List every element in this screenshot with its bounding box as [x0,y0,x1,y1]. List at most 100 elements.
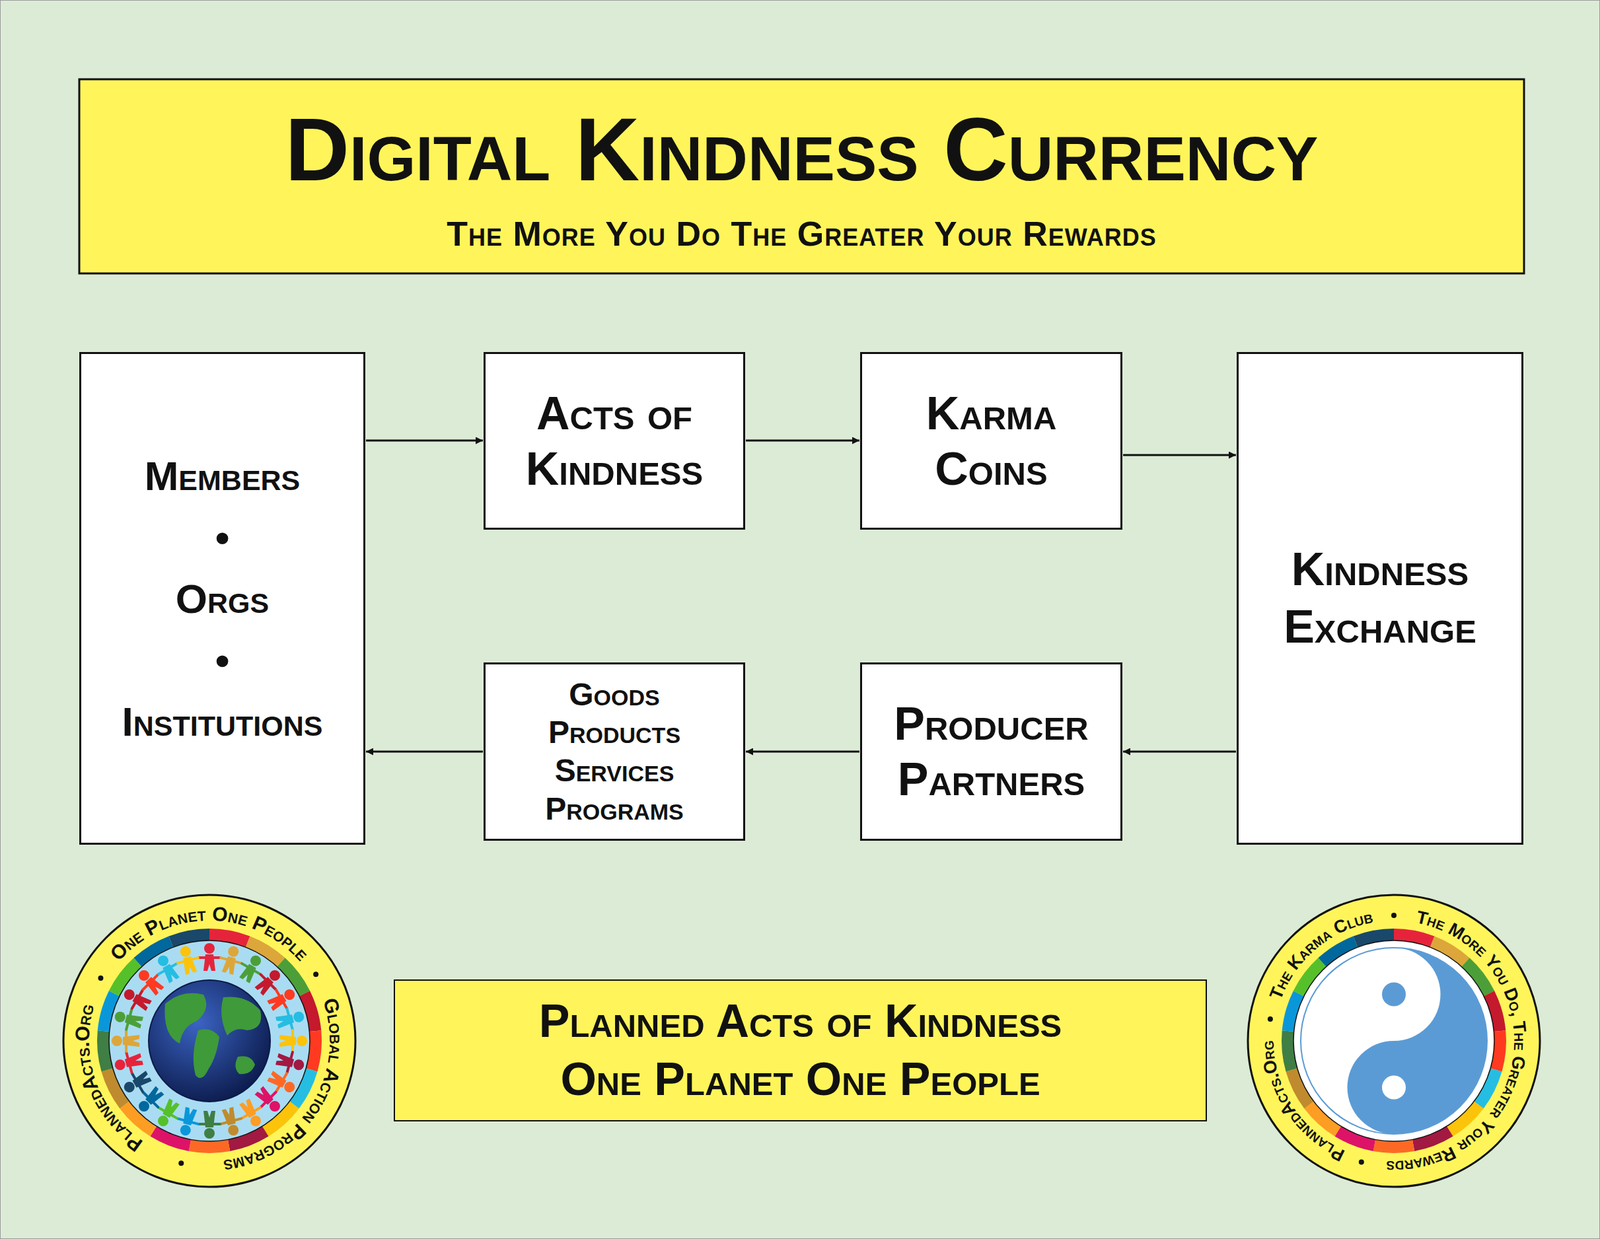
person-arms [291,1030,294,1052]
logo-ring-text: The More You Do, The Greater Your Reward… [1385,907,1530,1178]
process-box: Karma Coins [860,352,1123,530]
subtitle: The More You Do The Greater Your Rewards [446,214,1157,255]
ring-dot [1358,1160,1365,1166]
person-arms [220,1119,242,1125]
ring-dot [1267,1016,1273,1022]
person-head [204,1128,215,1139]
person-arms [276,990,287,1009]
person-head [296,1035,308,1047]
person [274,1005,307,1034]
person-arms [287,1052,293,1073]
node-text: Kindness Exchange [1283,541,1477,657]
person-head [226,1123,240,1137]
logo-ring-text: PlannedActs.Org [1257,1040,1348,1166]
globe [148,980,271,1102]
person [151,1096,184,1131]
person-arms [126,1052,132,1073]
person-arms [143,1092,159,1108]
title: Digital Kindness Currency [285,98,1319,201]
yin-yang-dot [1381,982,1406,1007]
person-arms [126,1009,132,1030]
arrow-connector [1123,454,1237,457]
logo-ring-text: Global Action Programs [221,995,348,1179]
logo-ring-text-path: One Planet One People [105,903,314,966]
arrow-connector [745,751,860,754]
person-head [113,1058,127,1072]
logo-disk [109,940,310,1142]
person-arms [198,956,220,960]
continent [193,1029,220,1079]
person [274,1049,307,1077]
person-head [291,1058,306,1072]
title-band [79,79,1525,274]
yin-yang-dot [1381,1076,1406,1100]
arrow-connector [1123,751,1237,754]
people-ring [111,943,308,1139]
person [112,1005,145,1034]
person-arms [260,975,277,991]
person-arms [132,1073,143,1092]
person-arms [276,1073,287,1092]
logo-disk [1293,940,1495,1142]
bullet: • [215,506,230,569]
globe-continents [164,993,261,1079]
ring-texts: One Planet One PeopleGlobal Action Progr… [71,903,349,1179]
person [119,982,154,1016]
node-text: Acts of Kindness [525,385,703,497]
person-head [204,943,215,954]
person-head [179,1123,193,1137]
person [264,1066,300,1100]
logo-ring-text: One Planet One People [105,903,314,966]
process-box: Acts of Kindness [483,352,746,530]
person-arms [158,963,178,975]
karma-logo: The Karma ClubThe More You Do, The Great… [1247,895,1540,1188]
person [235,951,268,986]
person [251,964,287,999]
person-arms [124,1030,128,1052]
logo-ring [1247,895,1540,1188]
arrow-connector [365,439,483,442]
person-head [111,1035,123,1047]
person [151,951,184,986]
color-segments [1281,928,1507,1154]
logo-ring-text: The Karma Club [1265,907,1375,1003]
ring-dots [1267,912,1397,1166]
logo-ring-text-path: PlannedActs.Org [71,1001,146,1157]
person-head [179,945,193,959]
person [217,1105,246,1139]
color-segments [97,928,322,1154]
person-arms [241,1107,261,1119]
person [198,1111,220,1139]
person-head [113,1010,127,1024]
person-arms [287,1009,293,1030]
person-arms [260,1092,277,1108]
ring-dot [178,1160,184,1166]
person-head [291,1010,306,1024]
person-arms [158,1107,178,1119]
node-text: Orgs [175,568,269,630]
person [217,944,246,977]
node-text: Producer Partners [893,696,1089,808]
continent [221,996,261,1036]
planet-logo: One Planet One PeopleGlobal Action Progr… [63,895,356,1188]
ring-dot [1391,912,1397,919]
title-block: Digital Kindness CurrencyThe More You Do… [79,79,1525,274]
person [173,944,202,977]
person [119,1066,154,1100]
person [235,1096,268,1131]
person [132,964,168,999]
ring-dot [97,975,104,982]
ring-texts: The Karma ClubThe More You Do, The Great… [1257,907,1531,1178]
process-box: Kindness Exchange [1236,352,1524,845]
person-arms [143,975,159,991]
logo-ring-text-path: The Karma Club [1265,907,1375,1003]
node-text: Karma Coins [926,385,1057,497]
person [198,943,220,972]
yin-yang-half [1347,947,1488,1135]
node-text: Goods Products Services Programs [545,675,684,828]
yin-yang-outline [1300,947,1488,1135]
node-text: Planned Acts of Kindness One Planet One … [510,992,1091,1109]
person-arms [177,1119,199,1125]
person [111,1030,140,1052]
logo-ring [63,895,356,1188]
